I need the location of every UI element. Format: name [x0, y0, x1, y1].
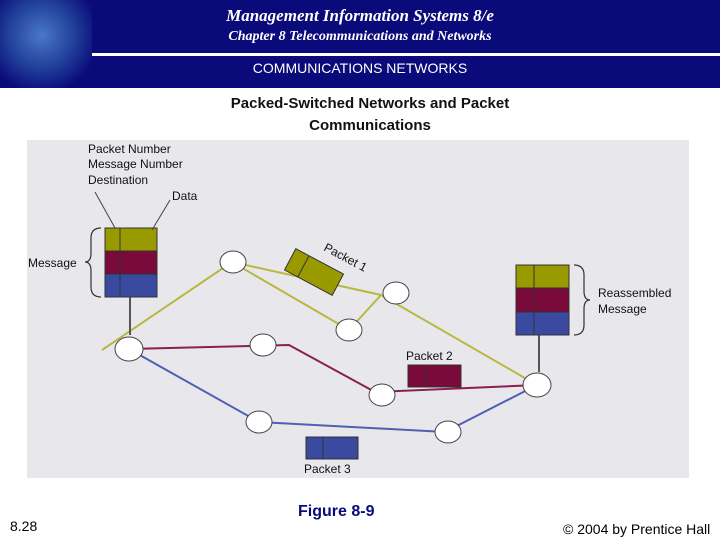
slide-header: Management Information Systems 8/e Chapt…: [0, 0, 720, 88]
reassembled-brace: [573, 264, 591, 336]
slide-number: 8.28: [10, 518, 38, 534]
message-brace: [84, 227, 102, 298]
reassembled-packet-3: [515, 311, 570, 336]
subtitle-line-2: Communications: [309, 117, 431, 134]
reassembled-message-stack: [515, 264, 570, 336]
reassembled-packet-2: [515, 287, 570, 313]
packet-2-label: Packet 2: [406, 349, 453, 363]
diagram-background: [27, 140, 689, 478]
message-number-label: Message Number: [88, 157, 183, 171]
packet-2-box: [407, 364, 462, 388]
message-packet-2: [104, 250, 158, 275]
network-node: [249, 333, 277, 357]
route-packet-3: [128, 348, 538, 434]
reassembled-label-line-1: Reassembled: [598, 286, 671, 300]
packet-3-box: [305, 436, 359, 460]
network-node: [382, 281, 410, 305]
destination-leader: [94, 191, 116, 229]
network-node: [522, 372, 552, 398]
figure-caption: Figure 8-9: [298, 503, 375, 520]
network-node: [219, 250, 247, 274]
data-leader: [151, 199, 171, 231]
destination-label: Destination: [88, 173, 148, 187]
packet-1-box: [283, 248, 345, 296]
slide-subtitle: Packed-Switched Networks and Packet Comm…: [180, 93, 560, 137]
section-title: COMMUNICATIONS NETWORKS: [252, 60, 468, 76]
network-node: [114, 336, 144, 362]
copyright: © 2004 by Prentice Hall: [563, 521, 711, 537]
message-packet-3: [104, 273, 158, 298]
network-node: [368, 383, 396, 407]
chapter-title: Chapter 8 Telecommunications and Network…: [228, 29, 492, 44]
packet-number-label: Packet Number: [88, 142, 171, 156]
reassembled-label-line-2: Message: [598, 302, 647, 316]
message-label: Message: [28, 256, 77, 270]
globe-icon: [0, 0, 92, 88]
route-packet-2: [128, 343, 538, 394]
subtitle-line-1: Packed-Switched Networks and Packet: [230, 95, 510, 112]
reassembled-packet-1: [515, 264, 570, 289]
network-node: [335, 318, 363, 342]
message-packet-1: [104, 227, 158, 252]
network-node: [434, 420, 462, 444]
packet-1-in-transit: [283, 248, 345, 296]
network-node: [245, 410, 273, 434]
original-message-stack: [104, 227, 158, 298]
packet-3-label: Packet 3: [304, 462, 351, 476]
course-title: Management Information Systems 8/e: [226, 6, 494, 25]
header-divider: [92, 53, 720, 56]
data-label: Data: [172, 189, 198, 203]
packet-switching-diagram: Packet 1 Packet 2 Packet 3 Packet Number…: [27, 140, 689, 478]
